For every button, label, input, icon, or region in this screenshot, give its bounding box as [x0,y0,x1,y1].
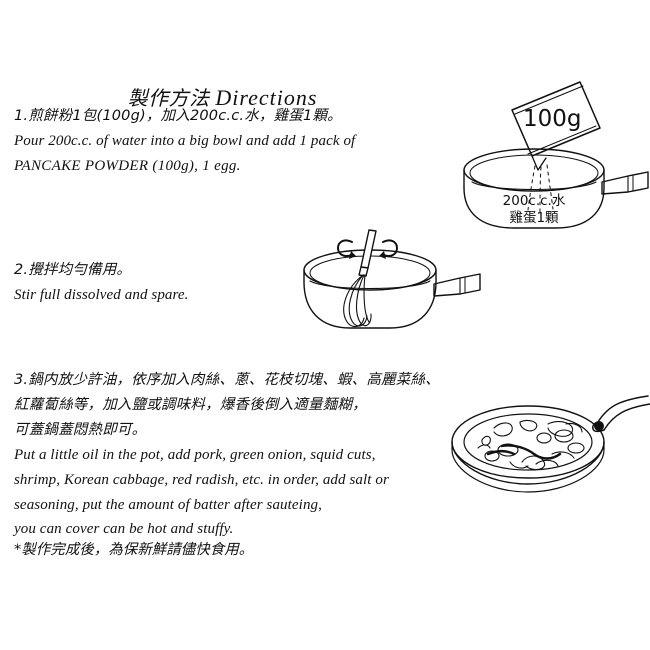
footnote: *製作完成後，為保新鮮請儘快食用。 [14,542,254,558]
illustration-saucepan-with-whisk [290,222,490,342]
step-3-english-line-2: shrimp, Korean cabbage, red radish, etc.… [14,472,389,488]
frying-pan-shape [451,405,605,493]
frying-pan-handle [592,395,650,433]
rotation-arrows-icon [337,239,398,259]
packet-weight-label: 100g [523,106,582,132]
step-1-english-line-1: Pour 200c.c. of water into a big bowl an… [14,133,356,149]
step-2-chinese-line-1: 2.攪拌均勻備用。 [14,262,132,278]
saucepan-handle [601,171,649,195]
step-1-english-line-2: PANCAKE POWDER (100g), 1 egg. [14,158,241,174]
page-title-chinese: 製作方法 [127,86,210,110]
step-3-english-line-1: Put a little oil in the pot, add pork, g… [14,447,376,463]
step-3-chinese-line-1: 3.鍋内放少許油，依序加入肉絲、蔥、花枝切塊、蝦、高麗菜絲、 [14,372,440,388]
step-2-english-line-1: Stir full dissolved and spare. [14,287,189,303]
step-3-english-line-3: seasoning, put the amount of batter afte… [14,497,322,513]
pot-egg-label: 雞蛋1顆 [509,210,559,226]
illustration-saucepan-with-powder-packet: 100g 200c.c.水 雞蛋1顆 [452,70,650,235]
step-1-chinese-line-1: 1.煎餅粉1包(100g)，加入200c.c.水，雞蛋1顆。 [14,108,342,124]
pan-ingredients [477,419,585,471]
step-3-block: 3.鍋内放少許油，依序加入肉絲、蔥、花枝切塊、蝦、高麗菜絲、 紅蘿蔔絲等，加入鹽… [14,368,440,561]
page-title-english: Directions [215,85,318,110]
page-title: 製作方法 Directions [0,82,650,111]
step-2-block: 2.攪拌均勻備用。 Stir full dissolved and spare. [14,258,189,308]
step-1-block: 1.煎餅粉1包(100g)，加入200c.c.水，雞蛋1顆。 Pour 200c… [14,104,355,179]
step-3-english-line-4: you can cover can be hot and stuffy. [14,521,234,537]
illustration-frying-pan-with-ingredients [448,392,650,504]
whisk-icon [343,229,377,328]
step-3-chinese-line-2: 紅蘿蔔絲等，加入鹽或調味料，爆香後倒入適量麵糊， [14,397,367,413]
pot-water-label: 200c.c.水 [503,193,566,209]
step-3-chinese-line-3: 可蓋鍋蓋悶熱即可。 [14,422,147,438]
saucepan-handle [433,273,481,297]
saucepan-shape [463,148,605,229]
